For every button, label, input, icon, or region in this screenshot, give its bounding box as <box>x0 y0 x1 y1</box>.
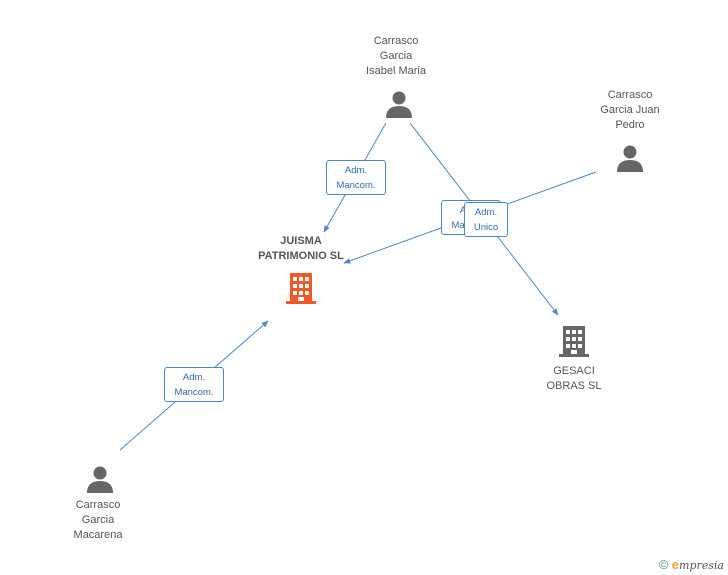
node-label-line: Garcia Juan <box>600 104 660 116</box>
person-icon-isabel[interactable] <box>386 91 412 119</box>
node-label-juan[interactable]: Carrasco Garcia Juan Pedro <box>580 88 680 133</box>
edge-badge-macarena-juisma[interactable]: Adm. Mancom. <box>164 367 224 402</box>
node-label-line: Carrasco <box>607 89 653 101</box>
node-label-line: Carrasco <box>373 35 419 47</box>
node-label-juisma[interactable]: JUISMA PATRIMONIO SL <box>246 234 356 264</box>
node-label-line: Garcia <box>81 514 115 526</box>
node-label-gesaci[interactable]: GESACI OBRAS SL <box>524 364 624 394</box>
edge-badge-line: Unico <box>473 222 499 233</box>
node-label-line: PATRIMONIO SL <box>258 250 344 262</box>
copyright-icon: © <box>658 557 669 572</box>
node-label-line: Isabel Maria <box>366 65 426 77</box>
node-label-line: Carrasco <box>75 499 121 511</box>
building-icon-juisma[interactable] <box>286 273 316 304</box>
edge-badge-isabel-juisma[interactable]: Adm. Mancom. <box>326 160 386 195</box>
edge-badge-line: Mancom. <box>336 180 376 191</box>
node-label-line: Macarena <box>73 529 123 541</box>
brand-logo-initial: e <box>671 557 680 572</box>
footer-brand[interactable]: © empresia <box>659 557 724 572</box>
node-label-line: Pedro <box>615 119 645 131</box>
person-icon-juan[interactable] <box>617 145 643 173</box>
person-icon-macarena[interactable] <box>87 466 113 494</box>
node-label-isabel[interactable]: Carrasco Garcia Isabel Maria <box>346 34 446 79</box>
node-label-line: OBRAS SL <box>546 380 602 392</box>
edge-badge-line: Adm. <box>474 207 498 218</box>
edge-badge-line: Adm. <box>344 165 368 176</box>
building-icon-gesaci[interactable] <box>559 326 589 357</box>
node-label-line: Garcia <box>379 50 413 62</box>
edge-badge-line: Adm. <box>182 372 206 383</box>
edge-badge-line: Mancom. <box>174 387 214 398</box>
node-label-macarena[interactable]: Carrasco Garcia Macarena <box>48 498 148 543</box>
node-label-line: GESACI <box>553 365 595 377</box>
node-label-line: JUISMA <box>280 235 322 247</box>
brand-logo-text: mpresia <box>679 559 724 572</box>
edge-badge-juan-gesaci[interactable]: Adm. Unico <box>464 202 508 237</box>
